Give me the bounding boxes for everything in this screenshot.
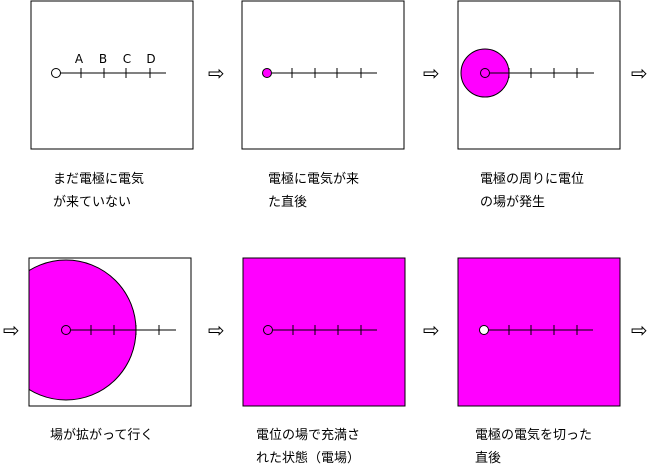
point-label-d: D [146,52,155,66]
arrow-right-icon: ⇨ [631,318,648,342]
caption-field-filled: 電位の場で充満さ れた状態（電場） [256,428,361,466]
panel-field-filled [242,257,406,407]
electrode [480,68,490,78]
caption-field-expanding: 場が拡がって行く [50,428,154,443]
arrow-right-icon: ⇨ [208,61,225,85]
panel-frame-outline [28,257,192,407]
panel-charged-electrode [241,0,405,150]
caption-charged-electrode: 電極に電気が来 た直後 [268,172,360,210]
arrow-right-icon: ⇨ [423,318,440,342]
arrow-right-icon: ⇨ [208,318,225,342]
caption-electricity-cut: 電極の電気を切った 直後 [475,428,593,466]
point-label-a: A [75,52,84,66]
point-label-c: C [123,52,131,66]
caption-field-small: 電極の周りに電位 の場が発生 [480,172,585,210]
panel-field-small [457,0,621,150]
caption-no-charge: まだ電極に電気 が来ていない [53,172,145,210]
electrode [51,68,61,78]
panel-no-charge: A B C D [30,0,194,150]
electrode [263,325,273,335]
panel-electricity-cut [457,257,621,407]
panel-field-expanding [28,257,192,407]
arrow-right-icon: ⇨ [631,61,648,85]
point-label-b: B [99,52,107,66]
arrow-right-icon: ⇨ [3,318,20,342]
panel-frame [457,0,621,150]
electrode [61,325,71,335]
electrode-uncharged [479,325,489,335]
flow-arrows: ⇨ ⇨ ⇨ ⇨ ⇨ ⇨ ⇨ [3,61,648,342]
electrode-charged [262,68,272,78]
arrow-right-icon: ⇨ [423,61,440,85]
